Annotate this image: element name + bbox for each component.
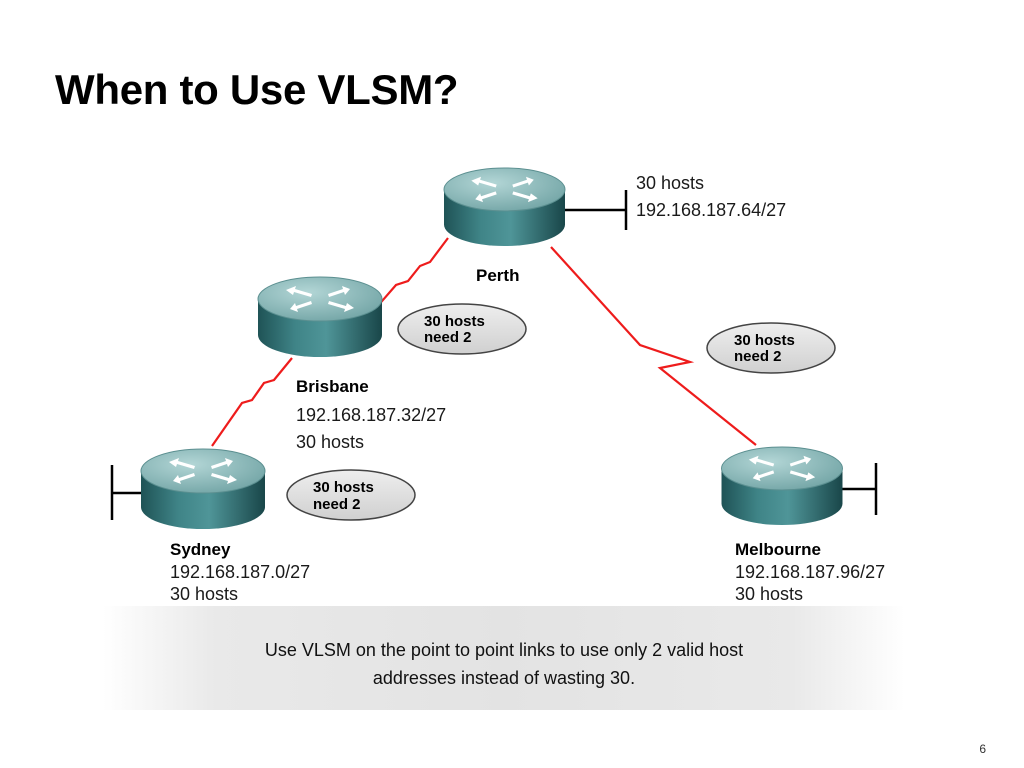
callout-perth-brisbane: 30 hosts need 2 — [397, 303, 527, 355]
link-perth-brisbane — [375, 237, 449, 309]
caption-line-2: addresses instead of wasting 30. — [372, 668, 636, 688]
router-sydney-icon — [140, 448, 266, 530]
router-melbourne-hosts: 30 hosts — [735, 584, 803, 604]
callout-line1: 30 hosts — [734, 332, 795, 349]
router-perth-icon — [443, 167, 566, 247]
router-brisbane-hosts: 30 hosts — [296, 432, 364, 452]
router-melbourne-icon — [721, 446, 843, 526]
callout-line1: 30 hosts — [313, 479, 374, 496]
caption-line-1: Use VLSM on the point to point links to … — [264, 640, 744, 660]
router-brisbane-icon — [257, 276, 383, 358]
router-perth-subnet: 192.168.187.64/27 — [636, 200, 786, 220]
router-brisbane-subnet: 192.168.187.32/27 — [296, 405, 446, 425]
router-sydney-hosts: 30 hosts — [170, 584, 238, 604]
router-perth-name: Perth — [476, 266, 519, 285]
router-sydney-subnet: 192.168.187.0/27 — [170, 562, 310, 582]
link-perth-melbourne — [550, 246, 757, 446]
caption-panel: Use VLSM on the point to point links to … — [103, 606, 905, 710]
callout-line2: need 2 — [424, 329, 472, 346]
router-sydney-name: Sydney — [170, 540, 231, 559]
callout-brisbane-sydney: 30 hosts need 2 — [286, 469, 416, 521]
slide-title: When to Use VLSM? — [55, 66, 459, 113]
router-melbourne-name: Melbourne — [735, 540, 821, 559]
callout-line2: need 2 — [313, 496, 361, 513]
router-brisbane-name: Brisbane — [296, 377, 369, 396]
callout-line1: 30 hosts — [424, 313, 485, 330]
page-number: 6 — [979, 742, 986, 756]
caption-text: Use VLSM on the point to point links to … — [103, 636, 905, 692]
router-perth-hosts: 30 hosts — [636, 173, 704, 193]
callout-perth-melbourne: 30 hosts need 2 — [706, 322, 836, 374]
link-brisbane-sydney — [211, 357, 293, 447]
ethernet-melbourne — [842, 463, 878, 515]
router-melbourne-subnet: 192.168.187.96/27 — [735, 562, 885, 582]
ethernet-perth — [563, 190, 628, 230]
callout-line2: need 2 — [734, 348, 782, 365]
ethernet-sydney — [110, 465, 143, 520]
